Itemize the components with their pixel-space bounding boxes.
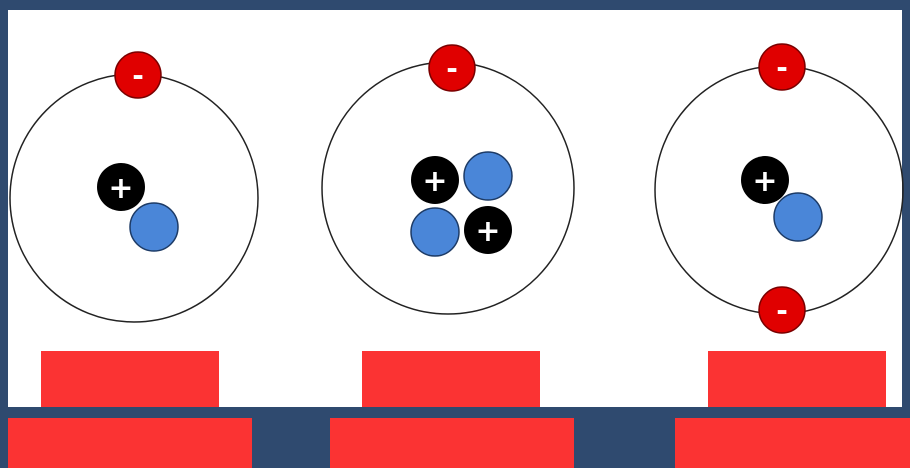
electron-sign: - (446, 52, 458, 85)
neutron (464, 152, 512, 200)
atom-3: + - - (655, 44, 903, 333)
answer-block-3 (675, 418, 910, 468)
proton-sign: + (422, 164, 447, 199)
atom-1-label-block (41, 351, 219, 407)
answer-block-1 (8, 418, 252, 468)
electron-sign: - (776, 294, 788, 327)
atom-1: + - (10, 52, 258, 322)
proton-sign: + (108, 171, 133, 206)
neutron (411, 208, 459, 256)
atom-3-label-block (708, 351, 886, 407)
atom-2-label-block (362, 351, 540, 407)
answer-block-2 (330, 418, 574, 468)
neutron (130, 203, 178, 251)
neutron (774, 193, 822, 241)
proton-sign: + (752, 164, 777, 199)
electron-sign: - (776, 51, 788, 84)
electron-sign: - (132, 59, 144, 92)
proton-sign: + (475, 214, 500, 249)
atom-2: + + - (322, 45, 574, 314)
